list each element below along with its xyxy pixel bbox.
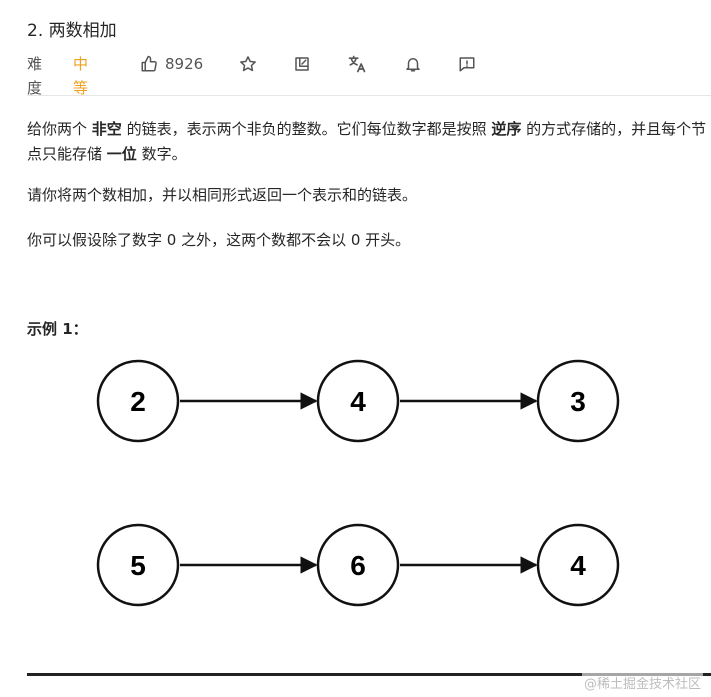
list-node — [316, 359, 400, 443]
difficulty-label: 难度 — [27, 55, 43, 97]
like-button[interactable]: 8926 — [140, 52, 203, 76]
emphasis-one-digit: 一位 — [106, 145, 137, 163]
emphasis-non-empty: 非空 — [91, 120, 122, 138]
description-paragraph-1: 给你两个 非空 的链表，表示两个非负的整数。它们每位数字都是按照 逆序 的方式存… — [27, 117, 711, 167]
text-span: 数字。 — [136, 145, 187, 163]
share-icon — [295, 57, 309, 71]
watermark: @稀土掘金技术社区 — [581, 673, 703, 692]
linked-list-diagram: 2 4 3 5 6 4 — [96, 359, 620, 607]
bell-icon — [406, 58, 420, 72]
header-divider — [27, 95, 711, 96]
share-button[interactable] — [293, 52, 311, 76]
bottom-rule — [27, 673, 711, 676]
text-span: 的方式存储的，并且每个节点只能存储 — [27, 120, 707, 163]
feedback-button[interactable] — [458, 52, 476, 76]
notify-button[interactable] — [404, 52, 422, 76]
node-value: 2 — [130, 386, 146, 417]
like-count: 8926 — [165, 55, 204, 73]
description-paragraph-2: 请你将两个数相加，并以相同形式返回一个表示和的链表。 — [27, 186, 418, 204]
feedback-icon — [459, 57, 475, 72]
text-span: 的链表，表示两个非负的整数。它们每位数字都是按照 — [121, 120, 492, 138]
node-value: 6 — [350, 550, 366, 581]
example-title: 示例 1： — [27, 320, 88, 338]
emphasis-reverse-order: 逆序 — [491, 120, 522, 138]
translate-button[interactable] — [347, 52, 367, 76]
list-node — [536, 523, 620, 607]
star-icon — [240, 56, 256, 72]
translate-icon — [348, 55, 366, 73]
problem-description: 给你两个 非空 的链表，表示两个非负的整数。它们每位数字都是按照 逆序 的方式存… — [27, 117, 711, 249]
list-node — [96, 523, 180, 607]
node-value: 3 — [570, 386, 586, 417]
favorite-button[interactable] — [239, 52, 257, 76]
list-node — [96, 359, 180, 443]
difficulty-value: 中等 — [73, 55, 89, 97]
list-node — [536, 359, 620, 443]
list-node — [316, 523, 400, 607]
node-value: 4 — [350, 386, 366, 417]
thumbs-up-icon — [141, 55, 157, 72]
node-value: 4 — [570, 550, 586, 581]
node-value: 5 — [130, 550, 146, 581]
description-paragraph-3: 你可以假设除了数字 0 之外，这两个数都不会以 0 开头。 — [27, 231, 411, 249]
problem-title: 2. 两数相加 — [27, 21, 117, 41]
text-span: 给你两个 — [27, 120, 92, 138]
